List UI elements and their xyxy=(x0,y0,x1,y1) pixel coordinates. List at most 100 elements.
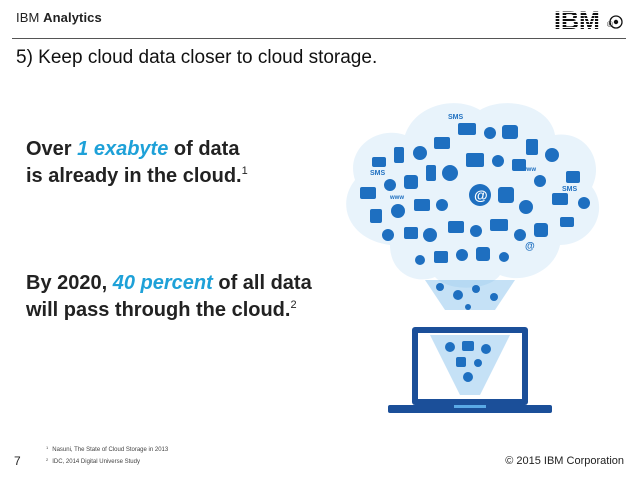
share-icon xyxy=(499,252,509,262)
video-icon xyxy=(512,159,526,171)
battery-icon xyxy=(560,217,574,227)
stat-exabyte-line1: Over 1 exabyte of data xyxy=(26,136,248,163)
screen-icon xyxy=(481,344,491,354)
speaker-icon xyxy=(456,249,468,261)
cloud-small-icon xyxy=(492,155,504,167)
header-divider xyxy=(12,38,626,39)
footnote-1-marker: 1 xyxy=(46,445,49,450)
stat-percent-suffix: of all data xyxy=(212,272,312,294)
at-sign-icon xyxy=(469,184,491,206)
stat-percent: By 2020, 40 percent of all data will pas… xyxy=(26,270,312,324)
search-icon xyxy=(382,229,394,241)
folder-icon xyxy=(566,171,580,183)
chat-icon xyxy=(372,157,386,167)
screen-icon xyxy=(462,341,474,351)
stat-exabyte-footnote-ref: 1 xyxy=(241,165,248,177)
brand-ibm: IBM xyxy=(16,10,40,25)
stat-percent-footnote-ref: 2 xyxy=(290,299,297,311)
sms-label-3: SMS xyxy=(562,186,578,193)
www-label-2: www xyxy=(389,195,404,201)
tablet-icon xyxy=(526,139,538,155)
copyright: © 2015 IBM Corporation xyxy=(505,455,624,467)
wifi-icon xyxy=(442,165,458,181)
ibm-logo-emblem-core xyxy=(613,19,619,25)
link-icon xyxy=(415,255,425,265)
stat-exabyte-suffix: of data xyxy=(168,138,240,160)
lock-icon xyxy=(470,225,482,237)
stat-exabyte-line2: is already in the cloud.1 xyxy=(26,163,248,190)
laptop-base xyxy=(388,405,552,413)
cloud-data-illustration: SMS SMS SMS @ @ www www xyxy=(346,103,600,413)
camera-icon xyxy=(502,125,518,139)
laptop-notch xyxy=(454,405,486,408)
screen-icon xyxy=(463,372,473,382)
cart-icon xyxy=(534,223,548,237)
calendar-icon xyxy=(404,175,418,189)
bell-icon xyxy=(514,229,526,241)
heart-icon xyxy=(436,199,448,211)
laptop-icon xyxy=(458,123,476,135)
sms-label-2: SMS xyxy=(370,170,386,177)
stream-dot xyxy=(465,304,471,310)
document-icon xyxy=(370,209,382,223)
stream-dot xyxy=(490,293,498,301)
ibm-logo: IBM ® xyxy=(554,7,623,33)
star-icon xyxy=(519,200,533,214)
cloud-icons xyxy=(360,123,590,265)
printer-icon xyxy=(552,193,568,205)
footnote-2-text: IDC, 2014 Digital Universe Study xyxy=(52,459,140,465)
footnote-1-text: Nasuni, The State of Cloud Storage in 20… xyxy=(52,447,169,453)
mail-open-icon xyxy=(448,221,464,233)
screen-icons xyxy=(445,341,491,382)
slide-title: 5) Keep cloud data closer to cloud stora… xyxy=(16,47,378,68)
settings-icon xyxy=(545,148,559,162)
at-label-main: @ xyxy=(474,187,488,203)
screen-icon xyxy=(456,357,466,367)
stat-exabyte-highlight: 1 exabyte xyxy=(77,138,169,160)
stat-percent-line1: By 2020, 40 percent of all data xyxy=(26,270,312,297)
data-stream xyxy=(425,280,515,310)
stream-dot xyxy=(453,290,463,300)
stat-exabyte-line2-text: is already in the cloud. xyxy=(26,165,242,187)
picture-icon xyxy=(404,227,418,239)
footnote-2-marker: 2 xyxy=(46,457,49,462)
envelope-icon xyxy=(360,187,376,199)
stat-percent-prefix: By 2020, xyxy=(26,272,113,294)
www-label-1: www xyxy=(521,167,536,173)
cloud-icon-labels: SMS SMS SMS @ @ www www xyxy=(370,114,578,252)
bag-icon xyxy=(498,187,514,203)
stat-exabyte-prefix: Over xyxy=(26,138,78,160)
stream-dot xyxy=(472,285,480,293)
stream-funnel xyxy=(425,280,515,310)
stat-exabyte: Over 1 exabyte of data is already in the… xyxy=(26,136,248,190)
phone-icon xyxy=(394,147,404,163)
rss-icon xyxy=(578,197,590,209)
sms-label-1: SMS xyxy=(448,114,464,121)
page-number: 7 xyxy=(14,454,21,468)
at-label-small: @ xyxy=(525,241,535,252)
brand-analytics: Analytics xyxy=(43,10,102,25)
stream-dot xyxy=(436,283,444,291)
globe-icon xyxy=(413,146,427,160)
stat-percent-line2-text: will pass through the cloud. xyxy=(26,299,291,321)
ibm-logo-emblem xyxy=(609,15,623,29)
chat-bubble-icon xyxy=(414,199,430,211)
download-icon xyxy=(476,247,490,261)
screen-icon xyxy=(445,342,455,352)
clock-icon xyxy=(391,204,405,218)
mail-icon xyxy=(434,137,450,149)
icon-cloud: SMS SMS SMS @ @ www www xyxy=(346,103,600,288)
antenna-icon xyxy=(423,228,437,242)
music-icon xyxy=(384,179,396,191)
stat-percent-line2: will pass through the cloud.2 xyxy=(26,297,312,324)
ibm-analytics-brand: IBM Analytics xyxy=(16,10,102,25)
keyboard-icon xyxy=(490,219,508,231)
monitor-icon xyxy=(466,153,484,167)
cd-icon xyxy=(434,251,448,263)
screen-icon xyxy=(474,359,482,367)
mobile-icon xyxy=(426,165,436,181)
